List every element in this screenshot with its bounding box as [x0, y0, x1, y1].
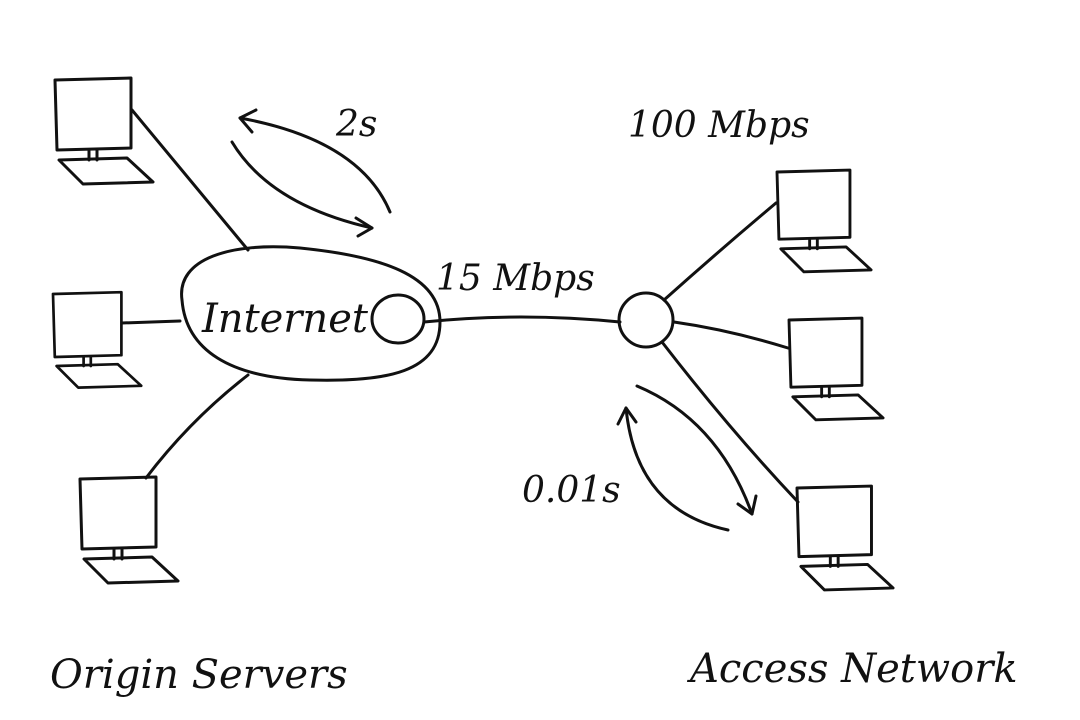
origin-server-computer-1 [53, 76, 155, 186]
access-rtt-arrow-upper [635, 384, 754, 516]
origin-rtt-arrowhead-upper [238, 108, 258, 134]
origin-server-computer-2 [51, 290, 143, 389]
backbone-bandwidth-label: 15 Mbps [436, 258, 595, 299]
access-bandwidth-label: 100 Mbps [628, 105, 810, 146]
internet-cloud [180, 245, 442, 382]
access-rtt-arrowhead-lower [616, 406, 638, 426]
origin-link-top [130, 108, 250, 252]
origin-link-middle [120, 319, 182, 325]
access-network-caption: Access Network [686, 646, 1018, 692]
origin-rtt-arrowhead-lower [354, 216, 374, 238]
origin-rtt-arrow-upper [238, 116, 392, 214]
access-rtt-arrowhead-upper [736, 494, 758, 516]
internet-gateway-router [370, 293, 426, 345]
access-rtt-label: 0.01s [522, 470, 621, 511]
origin-link-bottom [144, 373, 250, 480]
access-router [617, 291, 675, 349]
access-link-middle [672, 320, 790, 350]
origin-rtt-arrow-lower [230, 140, 374, 230]
access-computer-2 [787, 316, 885, 422]
origin-rtt-label: 2s [335, 104, 377, 145]
backbone-link [422, 315, 622, 324]
internet-label: Internet [201, 296, 369, 342]
access-computer-1 [775, 168, 873, 274]
access-link-bottom [660, 340, 800, 504]
access-link-top [662, 201, 778, 302]
origin-servers-caption: Origin Servers [50, 652, 348, 698]
origin-server-computer-3 [78, 475, 180, 585]
access-rtt-arrow-lower [624, 406, 730, 532]
access-computer-3 [795, 484, 895, 592]
